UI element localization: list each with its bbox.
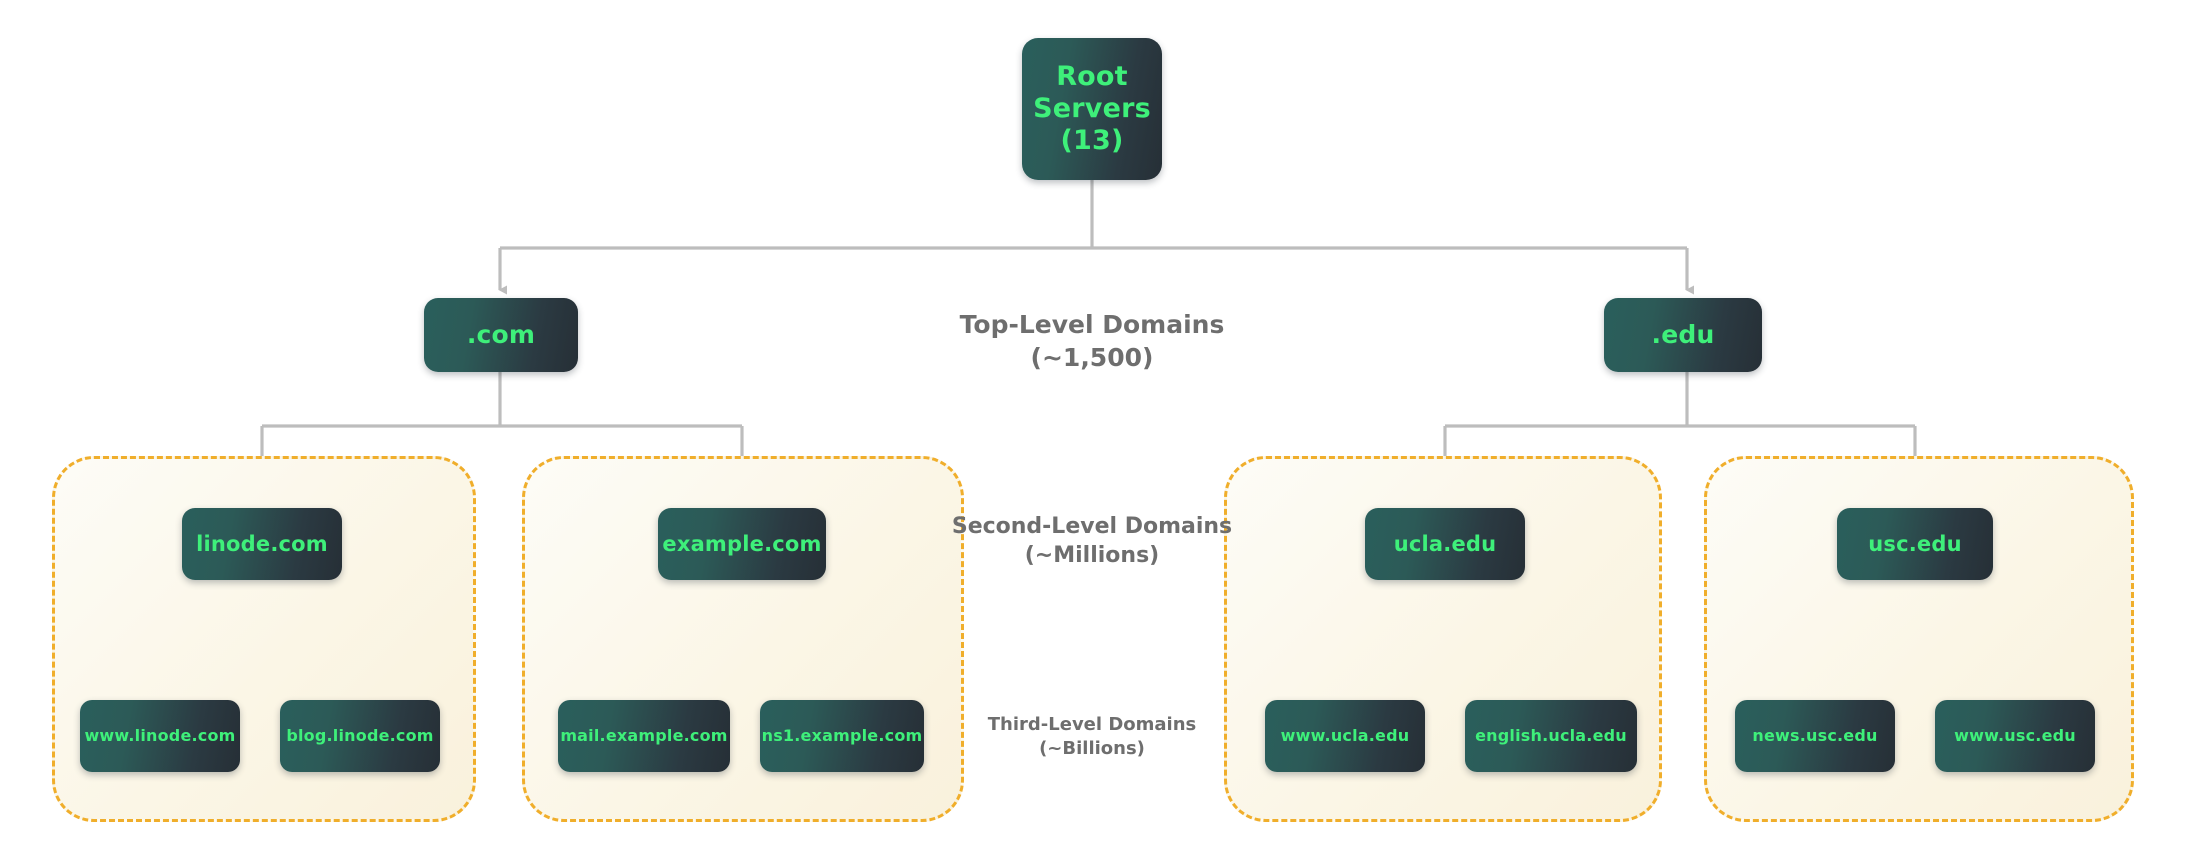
tier-label-second-level: Second-Level Domains (~Millions): [892, 512, 1292, 570]
node-third-ns1-example-com[interactable]: ns1.example.com: [760, 700, 924, 772]
node-third-www-ucla-edu[interactable]: www.ucla.edu: [1265, 700, 1425, 772]
node-root-line-3: (13): [1060, 124, 1124, 156]
node-third-blog-linode-com[interactable]: blog.linode.com: [280, 700, 440, 772]
node-sld-example-com[interactable]: example.com: [658, 508, 826, 580]
node-tld-edu[interactable]: .edu: [1604, 298, 1762, 372]
node-sld-usc-edu[interactable]: usc.edu: [1837, 508, 1993, 580]
tier-label-second-level-line-1: Second-Level Domains: [951, 514, 1233, 539]
node-third-mail-example-com[interactable]: mail.example.com: [558, 700, 730, 772]
tier-label-second-level-line-2: (~Millions): [1024, 543, 1160, 569]
tier-label-third-level: Third-Level Domains (~Billions): [892, 713, 1292, 761]
tier-label-third-level-line-1: Third-Level Domains: [987, 714, 1197, 735]
tier-label-top-level: Top-Level Domains (~1,500): [892, 308, 1292, 374]
node-third-www-linode-com[interactable]: www.linode.com: [80, 700, 240, 772]
tier-label-top-level-line-1: Top-Level Domains: [959, 310, 1225, 339]
tier-label-top-level-line-2: (~1,500): [1030, 343, 1154, 372]
node-root-line-1: Root: [1056, 61, 1128, 93]
tier-label-third-level-line-2: (~Billions): [1039, 737, 1145, 759]
node-third-english-ucla-edu[interactable]: english.ucla.edu: [1465, 700, 1637, 772]
node-root-line-2: Servers: [1033, 93, 1151, 125]
node-third-www-usc-edu[interactable]: www.usc.edu: [1935, 700, 2095, 772]
node-sld-ucla-edu[interactable]: ucla.edu: [1365, 508, 1525, 580]
node-sld-linode-com[interactable]: linode.com: [182, 508, 342, 580]
node-root-servers[interactable]: Root Servers (13): [1022, 38, 1162, 180]
node-third-news-usc-edu[interactable]: news.usc.edu: [1735, 700, 1895, 772]
node-tld-com[interactable]: .com: [424, 298, 578, 372]
